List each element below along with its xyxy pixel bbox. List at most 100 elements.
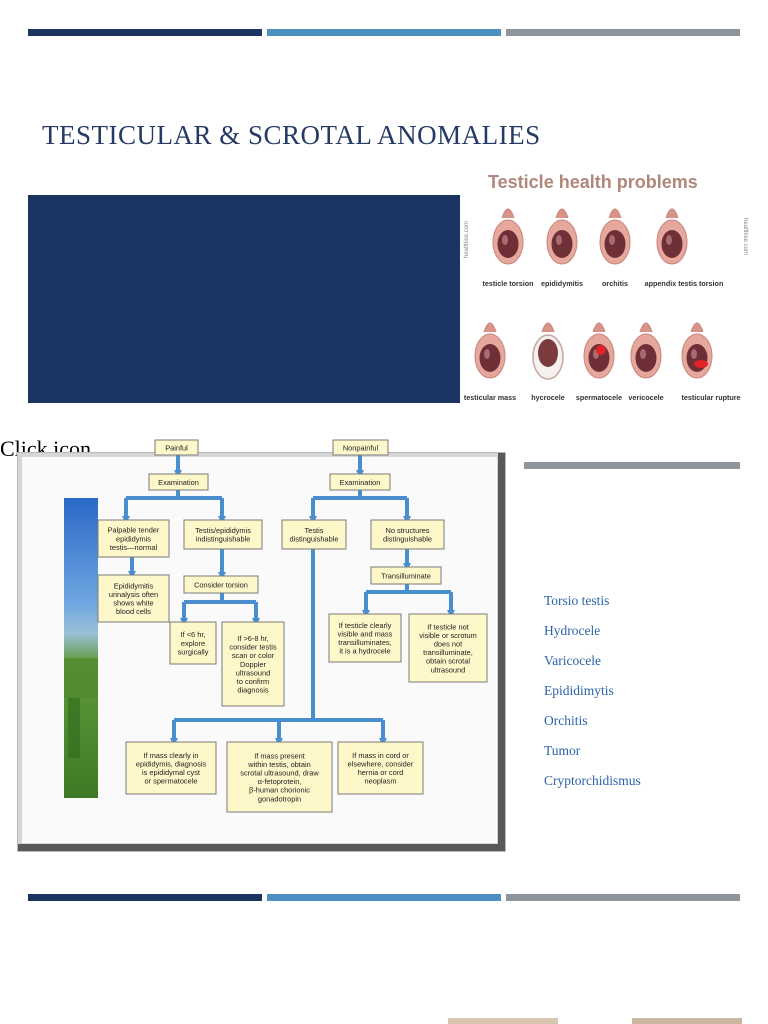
node-text: If mass clearly in	[143, 751, 198, 760]
next-slide-edge-left	[448, 1018, 558, 1024]
topic-list: Torsio testis Hydrocele Varicocele Epidi…	[544, 592, 641, 802]
node-text: obtain scrotal	[426, 657, 470, 666]
top-bar-teal	[267, 29, 501, 36]
node-text: is epididymal cyst	[142, 768, 200, 777]
node-text: If mass present	[254, 751, 305, 760]
side-gray-bar	[524, 462, 740, 469]
node-text: scrotal ultrasound, draw	[240, 769, 319, 778]
next-slide-edge-right	[632, 1018, 742, 1024]
illustration-label: epididymitis	[541, 279, 583, 288]
illustration-label: testicular mass	[464, 393, 516, 402]
node-examination-right: Examination	[329, 473, 391, 491]
flow-connector	[311, 490, 409, 518]
node-text: gonadotropin	[258, 794, 301, 803]
node-text: Testis/epididymis	[195, 526, 251, 535]
topic-item[interactable]: Varicocele	[544, 653, 601, 668]
node-text: Transilluminate	[381, 571, 431, 580]
node-text: urinalysis often	[109, 590, 158, 599]
node-text: surgically	[178, 647, 209, 656]
node-nonpainful: Nonpainful	[332, 439, 389, 456]
node-text: No structures	[386, 526, 430, 535]
node-text: epididymis, diagnosis	[136, 760, 207, 769]
flow-connector	[182, 593, 258, 618]
illustration-label: spermatocele	[576, 393, 622, 402]
node-text: or spermatocele	[145, 777, 198, 786]
node-text: Palpable tender	[108, 526, 160, 535]
illustration-label: hycrocele	[531, 393, 565, 402]
node-consider-torsion: Consider torsion	[183, 575, 259, 594]
node-text: β-human chorionic	[249, 786, 310, 795]
top-bar-navy	[28, 29, 262, 36]
landscape-image	[64, 498, 98, 798]
bottom-bar-teal	[267, 894, 501, 901]
node-text: to confirm	[237, 677, 269, 686]
node-text: within testis, obtain	[247, 760, 310, 769]
navy-content-box	[28, 195, 460, 403]
flow-connector	[124, 490, 224, 518]
node-examination-left: Examination	[148, 473, 209, 491]
node-text: Nonpainful	[343, 443, 379, 452]
node-text: If <6 hr,	[181, 630, 206, 639]
topic-item[interactable]: Epididimytis	[544, 683, 614, 698]
topic-item[interactable]: Torsio testis	[544, 593, 610, 608]
illustration-title: Testicle health problems	[488, 172, 698, 192]
node-text: shows white	[113, 599, 153, 608]
node-text: neoplasm	[364, 777, 396, 786]
topic-item[interactable]: Orchitis	[544, 713, 588, 728]
node-text: If testicle clearly	[339, 621, 392, 630]
node-text: scan or color	[232, 651, 275, 660]
node-text: Consider torsion	[194, 580, 248, 589]
node-text: diagnosis	[237, 686, 269, 695]
row1-drawings: testicle torsion epididymitis orchitis appe…	[482, 208, 724, 288]
node-text: consider testis	[229, 643, 277, 652]
node-text: transilluminate,	[423, 648, 473, 657]
node-text: transilluminates,	[338, 638, 391, 647]
node-text: Painful	[165, 443, 188, 452]
node-text: does not	[434, 640, 462, 649]
topic-item[interactable]: Cryptorchidismus	[544, 773, 641, 788]
slide-title: TESTICULAR & SCROTAL ANOMALIES	[42, 120, 541, 150]
row2-drawings: testicular mass hycrocele spermatocele veri…	[464, 322, 741, 402]
node-text: If >6-8 hr,	[237, 634, 268, 643]
illustration-orchitis	[599, 208, 631, 265]
illustration-label: appendix testis torsion	[645, 279, 724, 288]
illustration-graphic: healthise.com healthise.com testicle tor…	[464, 208, 748, 402]
illustration-testicular-rupture	[681, 322, 713, 379]
flow-connector	[172, 549, 385, 736]
node-text: Examination	[158, 478, 199, 487]
illustration-label: orchitis	[602, 279, 628, 288]
node-text: visible or scrotum	[419, 631, 477, 640]
node-text: visible and mass	[338, 630, 393, 639]
node-text: epididymis	[116, 534, 151, 543]
topic-item[interactable]: Hydrocele	[544, 623, 601, 638]
node-text: blood cells	[116, 607, 151, 616]
illustration-label: testicle torsion	[482, 279, 533, 288]
node-text: elsewhere, consider	[348, 760, 414, 769]
node-text: it is a hydrocele	[339, 647, 390, 656]
illustration-appendix-testis-torsion	[656, 208, 688, 265]
illustration-testicle-torsion	[492, 208, 524, 265]
node-text: hernia or cord	[358, 768, 404, 777]
node-text: testis—normal	[110, 543, 158, 552]
node-text: Testis	[305, 526, 324, 535]
illustration-label: vericocele	[628, 393, 663, 402]
node-text: ultrasound	[431, 665, 466, 674]
node-text: α-fetoprotein,	[258, 777, 302, 786]
topic-item[interactable]: Tumor	[544, 743, 581, 758]
watermark-left: healthise.com	[464, 221, 470, 258]
frame-shadow-bottom	[18, 844, 505, 851]
illustration-epididymitis	[546, 208, 578, 265]
node-painful: Painful	[154, 439, 199, 456]
illustration-spermatocele	[583, 322, 615, 379]
node-transilluminate: Transilluminate	[370, 566, 442, 585]
node-text: indistinguishable	[196, 535, 251, 544]
flowchart-arrows	[122, 455, 455, 746]
